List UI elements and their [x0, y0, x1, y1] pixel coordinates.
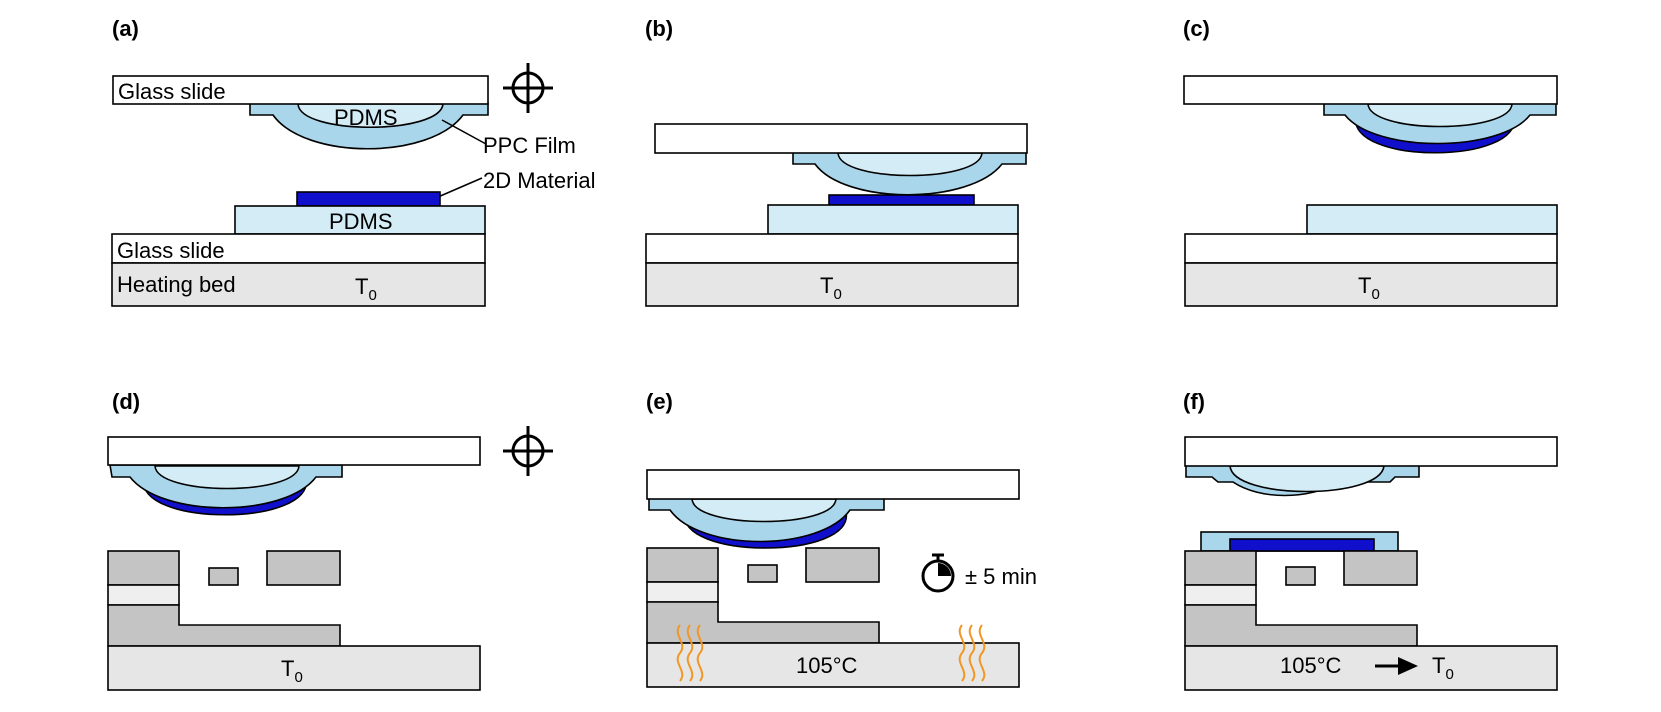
heating-bed — [1184, 262, 1558, 307]
chip-base — [1184, 604, 1418, 647]
chip-insulator — [107, 584, 180, 606]
pdms-block-bottom — [767, 204, 1019, 235]
glass-slide-top — [112, 75, 489, 105]
2d-material-flake — [296, 191, 441, 207]
panel-label-b: (b) — [645, 16, 673, 41]
glass-slide-top — [654, 123, 1028, 154]
temp-hot-f: 105°C — [1280, 653, 1342, 678]
pdms-lens — [1367, 103, 1513, 128]
temp-t0-f: T0 — [1432, 653, 1454, 683]
pdms-block-bottom — [234, 205, 486, 235]
chip-insulator — [646, 581, 719, 603]
ppc-film-leader — [441, 119, 487, 145]
glass-slide-top — [646, 469, 1020, 500]
panel-label-e: (e) — [646, 389, 673, 414]
heat-waves-icon — [958, 624, 986, 682]
arrow-right-icon — [1375, 657, 1418, 675]
pdms-label-top: PDMS — [334, 105, 398, 130]
panel-a: (a) Glass slide PDMS PPC Film 2D Materia… — [111, 16, 595, 307]
chip-center-electrode — [208, 567, 239, 586]
glass-slide-bottom — [645, 233, 1019, 264]
heating-bed — [107, 645, 481, 691]
glass-slide-top — [1183, 75, 1558, 105]
heat-waves-icon — [676, 624, 704, 682]
panel-label-a: (a) — [112, 16, 139, 41]
panel-b: (b) T0 — [645, 16, 1028, 307]
glass-slide-bottom — [1184, 233, 1558, 264]
heating-bed — [1184, 645, 1558, 691]
pdms-lens — [297, 103, 444, 128]
chip-base — [646, 601, 880, 644]
panel-label-d: (d) — [112, 389, 140, 414]
material-leader — [437, 177, 483, 198]
crosshair-icon — [503, 426, 553, 476]
chip-right-pad — [805, 547, 880, 583]
stopwatch-icon — [921, 553, 955, 593]
pdms-lens — [154, 465, 300, 490]
glass-slide-label-bottom: Glass slide — [117, 238, 225, 263]
chip-right-pad — [266, 550, 341, 586]
chip-left-pad — [107, 550, 180, 586]
panel-e: (e) 105°C ± 5 min — [646, 389, 1037, 688]
panel-f: (f) 105°C T0 — [1183, 389, 1558, 691]
2d-material-flake — [828, 194, 975, 206]
panel-label-f: (f) — [1183, 389, 1205, 414]
chip-center-electrode — [1285, 566, 1316, 586]
chip-insulator — [1184, 584, 1257, 606]
pdms-lens — [837, 152, 983, 177]
temp-t0-b: T0 — [820, 273, 842, 303]
temp-hot-e: 105°C — [796, 653, 858, 678]
chip-right-pad — [1343, 550, 1418, 586]
heating-bed-label: Heating bed — [117, 272, 236, 297]
panel-label-c: (c) — [1183, 16, 1210, 41]
panel-c: (c) T0 — [1183, 16, 1558, 307]
pdms-lens — [691, 498, 837, 523]
temp-t0-c: T0 — [1358, 273, 1380, 303]
2d-material-flake — [1229, 538, 1375, 552]
chip-base — [107, 604, 341, 647]
heating-bed — [645, 262, 1019, 307]
panel-d: (d) T0 — [107, 389, 553, 691]
temp-t0-a: T0 — [355, 274, 377, 304]
temp-t0-d: T0 — [281, 656, 303, 686]
timer-label: ± 5 min — [965, 564, 1037, 589]
pdms-block-bottom — [1306, 204, 1558, 235]
crosshair-icon — [503, 63, 553, 113]
chip-left-pad — [1184, 550, 1257, 586]
heating-bed — [111, 262, 486, 307]
glass-slide-label-top: Glass slide — [118, 79, 226, 104]
ppc-film-label: PPC Film — [483, 133, 576, 158]
glass-slide-top — [1184, 436, 1558, 467]
chip-left-pad — [646, 547, 719, 583]
pdms-label-bottom: PDMS — [329, 209, 393, 234]
pdms-lens — [1229, 465, 1385, 493]
chip-center-electrode — [747, 564, 778, 583]
glass-slide-top — [107, 436, 481, 466]
material-2d-label: 2D Material — [483, 168, 595, 193]
heating-bed — [646, 642, 1020, 688]
